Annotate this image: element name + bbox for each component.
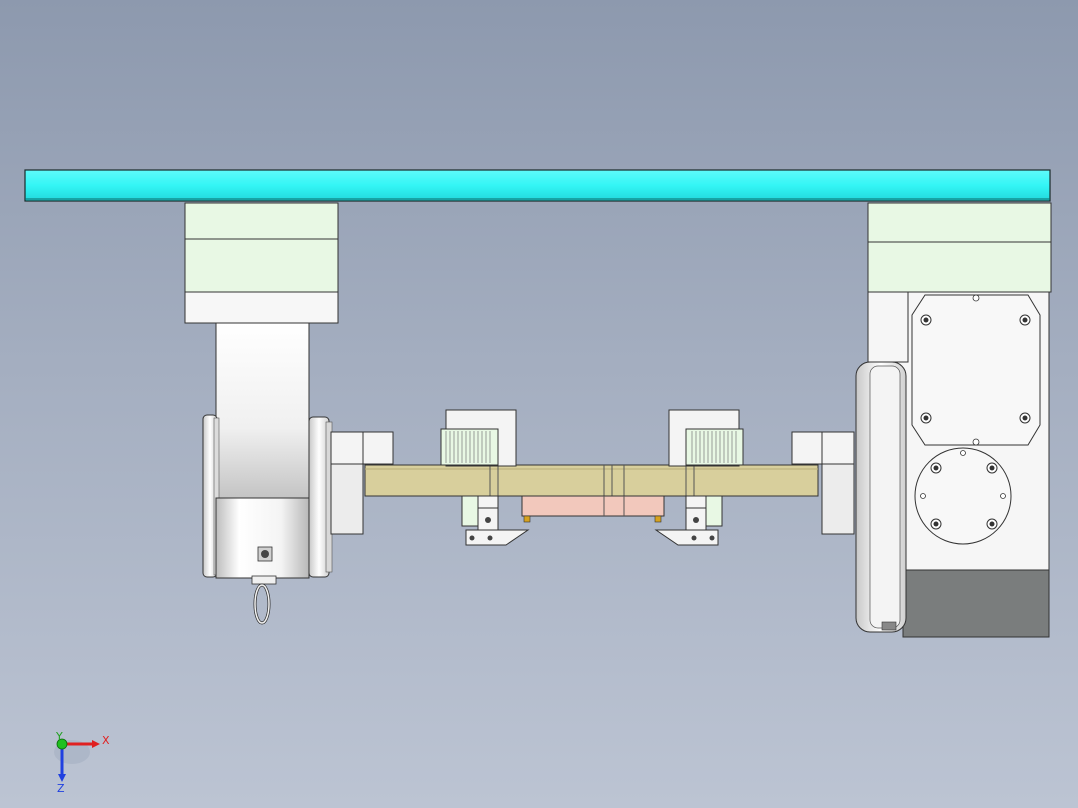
right-bearing-stack[interactable] xyxy=(867,202,1052,293)
left-gripper-block[interactable] xyxy=(440,409,517,467)
top-beam[interactable] xyxy=(24,169,1051,202)
right-finger[interactable] xyxy=(654,495,723,546)
left-vertical-column[interactable] xyxy=(215,322,310,499)
left-motor-housing[interactable] xyxy=(202,414,333,579)
left-bearing-stack[interactable] xyxy=(184,202,339,324)
triad-y-label: Y xyxy=(55,730,63,743)
cross-bar[interactable] xyxy=(364,464,819,497)
left-finger[interactable] xyxy=(461,495,530,546)
left-coupling[interactable] xyxy=(330,431,394,535)
coordinate-triad: X Y Z xyxy=(54,730,110,795)
left-eye-bolt[interactable] xyxy=(251,546,277,625)
center-part[interactable] xyxy=(521,495,665,523)
right-flange-disk[interactable] xyxy=(855,361,907,633)
triad-z-label: Z xyxy=(57,782,65,795)
triad-x-label: X xyxy=(102,734,110,747)
right-gripper-block[interactable] xyxy=(668,409,744,467)
triad-y-axis xyxy=(56,738,68,750)
right-coupling[interactable] xyxy=(791,431,855,535)
